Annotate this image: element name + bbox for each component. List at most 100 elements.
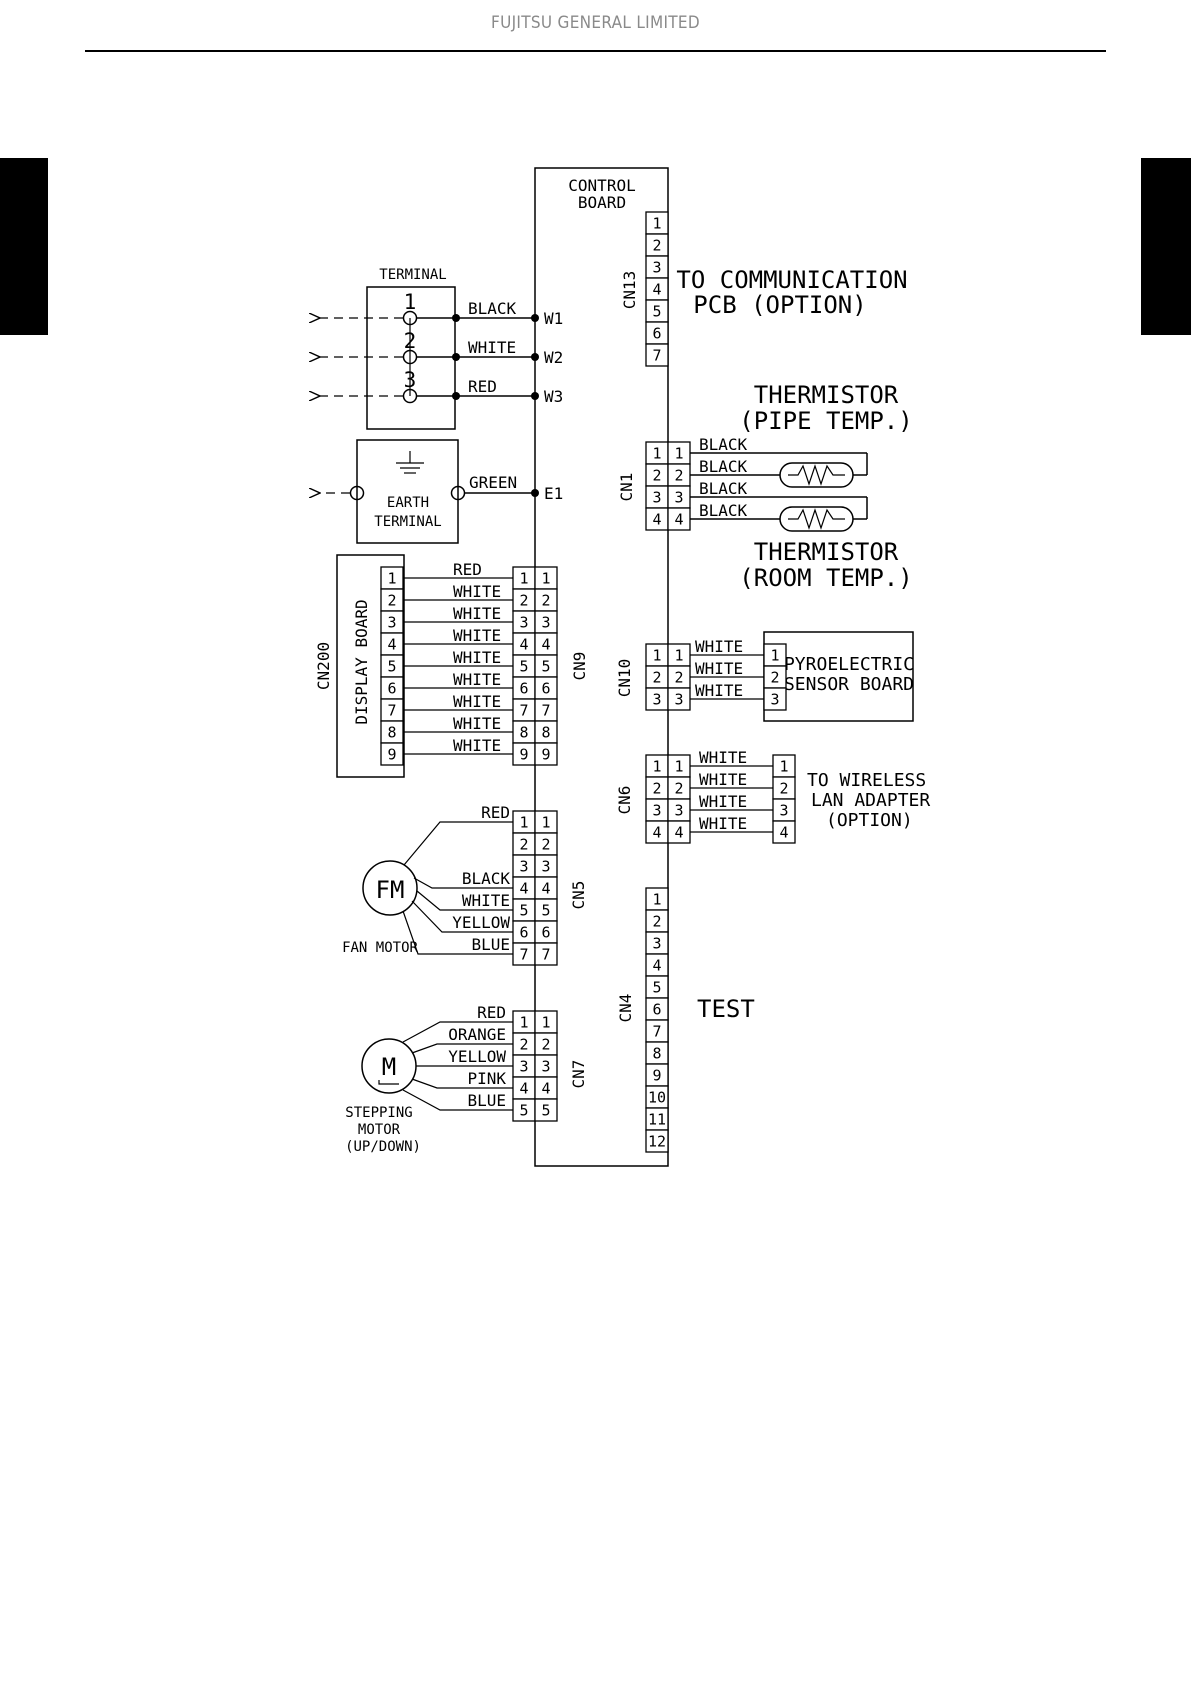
earth-terminal-label: EARTH [387, 495, 429, 511]
wire-color-label: ORANGE [448, 1025, 506, 1044]
cn6-b-pin-number: 1 [674, 758, 683, 776]
terminal-screw [402, 388, 418, 404]
control-board-label: CONTROL [568, 176, 635, 195]
junction-dot [531, 392, 539, 400]
connector-label: CN6 [615, 786, 634, 815]
connector-label: CN7 [569, 1060, 588, 1089]
cn5-b-pin-number: 7 [541, 946, 550, 964]
cn9-a-pin-number: 7 [519, 702, 528, 720]
terminal-screw [402, 349, 418, 365]
cn10-wire-label: WHITE [695, 637, 743, 656]
cn7-b-pin-number: 4 [541, 1080, 550, 1098]
cn7-b-pin-number: 3 [541, 1058, 550, 1076]
cn9-b-pin-number: 1 [541, 570, 550, 588]
connector-label: CN4 [616, 994, 635, 1023]
wireless-label: TO WIRELESS [807, 770, 926, 791]
cn13-note: TO COMMUNICATION [676, 266, 907, 294]
cn10-a-pin-number: 2 [652, 669, 661, 687]
fan-motor-symbol: FM [376, 876, 405, 904]
wire-color-label: RED [477, 1003, 506, 1022]
cn5-a-pin-number: 2 [519, 836, 528, 854]
wire-color-label: BLACK [699, 435, 748, 454]
cn5-a-pin-number: 5 [519, 902, 528, 920]
thermistor-pipe-label: THERMISTOR [754, 381, 899, 409]
pyroelectric-label: PYROELECTRIC [784, 654, 914, 675]
wire-color-label: GREEN [469, 473, 517, 492]
junction-dot [531, 489, 539, 497]
cn13-pin-number: 3 [652, 259, 661, 277]
junction-dot [452, 392, 460, 400]
cn13-pin-number: 7 [652, 347, 661, 365]
cn5-a-pin-number: 7 [519, 946, 528, 964]
company-header: FUJITSU GENERAL LIMITED [491, 13, 700, 33]
cn1-b-pin-number: 3 [674, 489, 683, 507]
cn1-a-pin-number: 1 [652, 445, 661, 463]
wire-color-label: PINK [467, 1069, 506, 1088]
terminal-title: TERMINAL [379, 267, 446, 283]
cn9-wire-label: WHITE [453, 582, 501, 601]
earth-screw [349, 485, 365, 501]
thermistor-pipe-element [690, 452, 868, 488]
cn4-pin-number: 3 [652, 935, 661, 953]
cn9-b-pin-number: 8 [541, 724, 550, 742]
terminal-pin: 3 [404, 368, 417, 392]
cn5-b-pin-number: 2 [541, 836, 550, 854]
cn7-a-pin-number: 4 [519, 1080, 528, 1098]
cn13-pin-number: 6 [652, 325, 661, 343]
display-board-pin-number: 2 [387, 592, 396, 610]
cn9-wire-label: WHITE [453, 648, 501, 667]
cn6-wire-label: WHITE [699, 748, 747, 767]
cn4-pin-number: 10 [648, 1089, 666, 1107]
cn5-b-pin-number: 3 [541, 858, 550, 876]
terminal-pin: 1 [404, 290, 417, 314]
display-board-pin-number: 4 [387, 636, 396, 654]
cn9-a-pin-number: 8 [519, 724, 528, 742]
pyro-pin-number: 3 [770, 691, 779, 709]
cn4-pin-number: 1 [652, 891, 661, 909]
right-edge-tab [1141, 158, 1191, 335]
cn10-a-pin-number: 3 [652, 691, 661, 709]
pyro-pin-number: 2 [770, 669, 779, 687]
wireless-pin-number: 1 [779, 758, 788, 776]
cn9-b-pin-number: 3 [541, 614, 550, 632]
cn9-a-pin-number: 4 [519, 636, 528, 654]
cn1-b-pin-number: 2 [674, 467, 683, 485]
cn6-b-pin-number: 4 [674, 824, 683, 842]
earth-id: E1 [544, 484, 563, 503]
cn7-b-pin-number: 5 [541, 1102, 550, 1120]
cn13-pin-number: 1 [652, 215, 661, 233]
cn9-wire-label: WHITE [453, 670, 501, 689]
wireless-pin-number: 2 [779, 780, 788, 798]
cn5-b-cell [534, 942, 558, 966]
junction-dot [452, 314, 460, 322]
cn4-pin-number: 7 [652, 1023, 661, 1041]
connector-label: CN200 [314, 642, 333, 690]
wire-color-label: RED [481, 803, 510, 822]
cn7-b-pin-number: 2 [541, 1036, 550, 1054]
cn9-b-pin-number: 2 [541, 592, 550, 610]
cn9-b-pin-number: 5 [541, 658, 550, 676]
wire-color-label: BLUE [471, 935, 510, 954]
connector-label: CN5 [569, 881, 588, 910]
cn5-a-pin-number: 1 [519, 814, 528, 832]
terminal-screw [402, 310, 418, 326]
connector-label: CN13 [620, 271, 639, 310]
cn9-wire-label: RED [453, 560, 482, 579]
cn1-a-pin-number: 2 [652, 467, 661, 485]
wire-color-label: BLACK [699, 457, 748, 476]
wire-color-label: BLUE [467, 1091, 506, 1110]
cn7-a-pin-number: 3 [519, 1058, 528, 1076]
thermistor-room-label: (ROOM TEMP.) [739, 564, 912, 592]
cn7-a-pin-number: 2 [519, 1036, 528, 1054]
cn9-wire-label: WHITE [453, 604, 501, 623]
cn9-wire-label: WHITE [453, 736, 501, 755]
cn4-note: TEST [697, 995, 755, 1023]
stepping-motor-label: (UP/DOWN) [345, 1139, 421, 1155]
terminal-id: W3 [544, 387, 563, 406]
cn9-b-pin-number: 4 [541, 636, 550, 654]
earth-screw [450, 485, 466, 501]
cn5-a-pin-number: 3 [519, 858, 528, 876]
junction-dot [452, 353, 460, 361]
fan-motor-leads [402, 821, 514, 955]
cn7-a-pin-number: 5 [519, 1102, 528, 1120]
